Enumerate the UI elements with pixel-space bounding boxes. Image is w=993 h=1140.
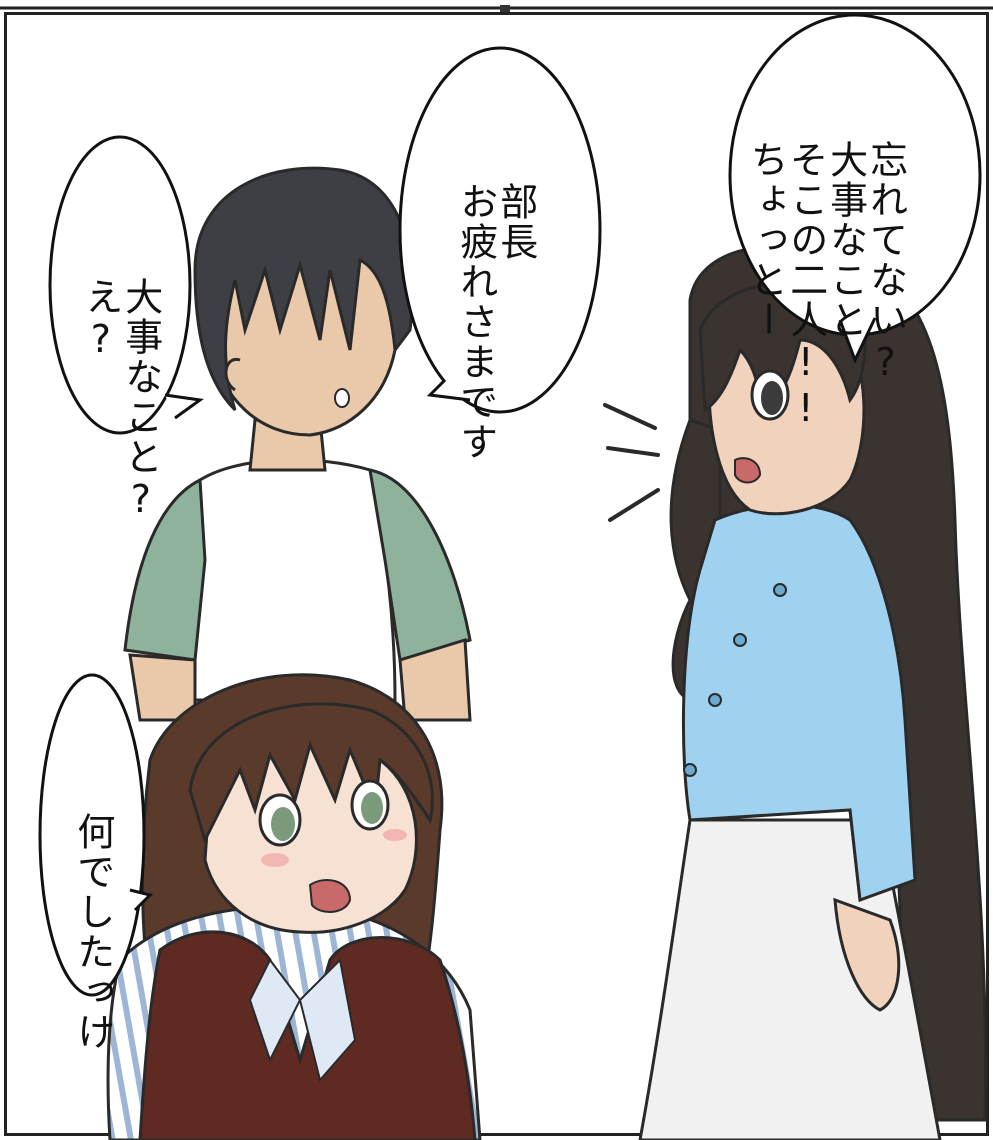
speech-line: え? — [78, 277, 123, 363]
speech-line: 大事なこと? — [118, 277, 163, 523]
previous-panel-border — [0, 5, 993, 13]
speech-bubble-boy-left: 大事なこと? え? — [78, 185, 200, 523]
speech-line: 忘れてない? — [863, 140, 908, 386]
speech-line: お疲れさまです — [453, 182, 498, 462]
speech-line: ちょっとー — [743, 140, 788, 340]
front-girl — [106, 673, 482, 1140]
speech-line: 大事なこと — [823, 140, 868, 340]
previous-panel-edge — [0, 0, 993, 13]
boy — [123, 166, 472, 722]
speech-bubble-shapes — [38, 13, 982, 997]
speech-line: 何でしたっけ — [70, 812, 115, 1052]
speech-line: 部長 — [493, 182, 538, 262]
speech-bubble-boy-center: 部長 お疲れさまです — [453, 90, 575, 462]
speech-line: そこの二人!! — [783, 140, 828, 432]
long-hair-girl — [603, 244, 988, 1140]
speech-bubble-girl-front: 何でしたっけ — [70, 720, 152, 1052]
speech-bubble-girl-right: 忘れてない? 大事なこと そこの二人!! ちょっとー — [743, 48, 944, 432]
